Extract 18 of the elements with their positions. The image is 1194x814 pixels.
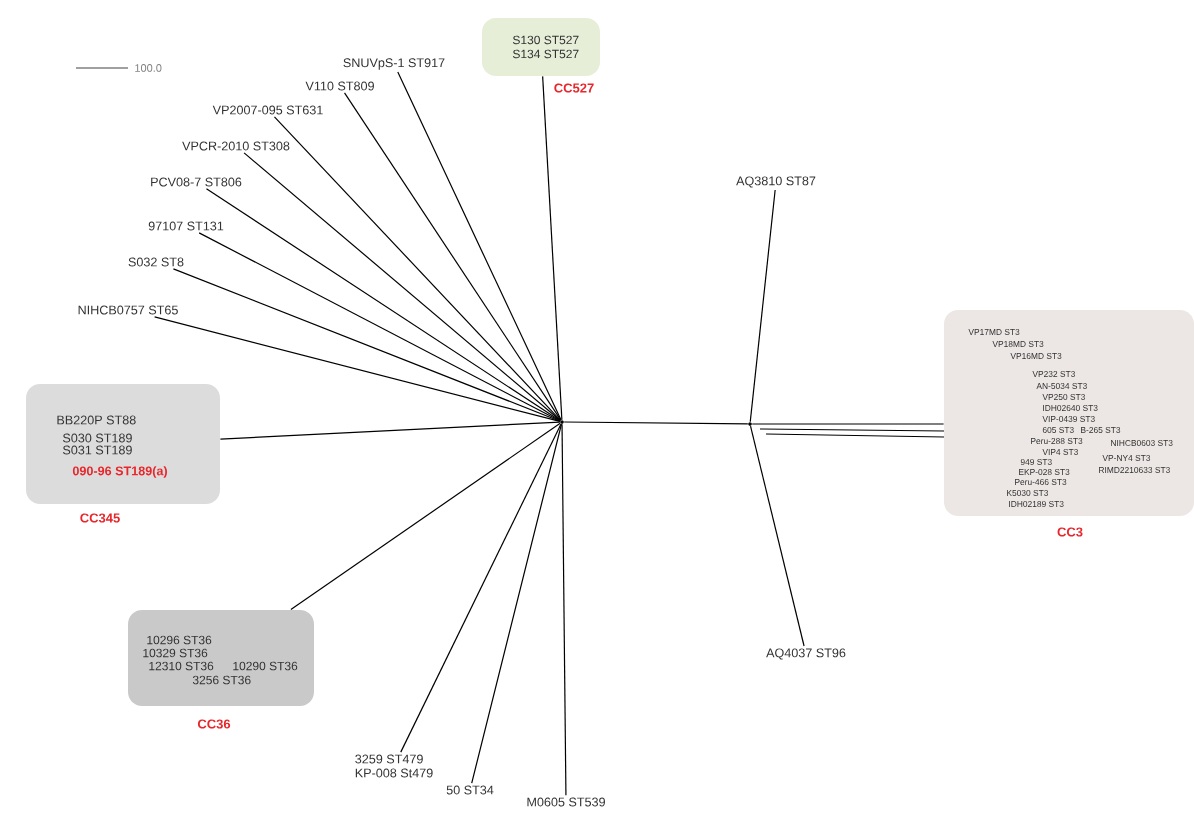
branch-line bbox=[751, 423, 945, 425]
branch-line bbox=[290, 422, 561, 611]
branch-line bbox=[471, 423, 563, 784]
branch-line bbox=[542, 75, 563, 421]
branch-line bbox=[343, 92, 562, 421]
branch-line bbox=[749, 425, 805, 647]
branch-line bbox=[749, 189, 776, 423]
branch-line bbox=[219, 421, 561, 440]
branch-line bbox=[397, 71, 562, 421]
branch-line bbox=[400, 423, 562, 753]
branch-line bbox=[561, 423, 567, 796]
branch-line bbox=[205, 188, 561, 422]
branch-line bbox=[273, 116, 562, 421]
branch-line bbox=[172, 268, 561, 422]
branch-line bbox=[563, 421, 749, 425]
branch-line bbox=[243, 152, 561, 422]
branch-line bbox=[154, 316, 561, 423]
branch-line bbox=[198, 232, 561, 422]
